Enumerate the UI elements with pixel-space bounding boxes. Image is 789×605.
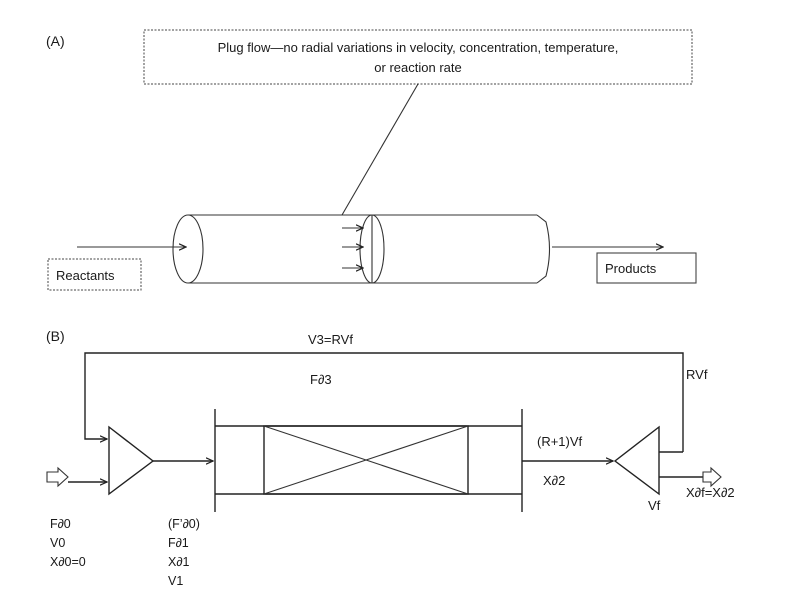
pfr-reactor — [214, 409, 523, 512]
feed-label: F∂0 — [50, 517, 71, 531]
products-label: Products — [605, 261, 657, 276]
recycle-stream-label: V3=RVf — [308, 332, 353, 347]
reactants-box — [47, 258, 142, 291]
feed-labels: F∂0 V0 X∂0=0 — [50, 517, 86, 569]
reactants-label-box: Reactants — [47, 258, 142, 291]
reactor-inlet-label: F∂1 — [168, 536, 189, 550]
recycle-flow-label: F∂3 — [310, 372, 332, 387]
reactor-cross-line-2 — [263, 425, 469, 495]
panel-a-label: (A) — [46, 33, 65, 49]
reactor-inlet-label: X∂1 — [168, 555, 190, 569]
feed-inlet-icon — [46, 466, 69, 488]
splitter-node — [613, 425, 660, 496]
final-conversion-label: X∂f=X∂2 — [686, 485, 735, 500]
recycle-stream-line — [84, 352, 684, 452]
panel-b-label: (B) — [46, 328, 65, 344]
reactor-packed-section — [263, 425, 469, 495]
recycle-split-label: RVf — [686, 367, 708, 382]
splitter-product-label: Vf — [648, 498, 661, 513]
callout-text-line1: Plug flow—no radial variations in veloci… — [218, 40, 619, 55]
products-box — [596, 252, 697, 284]
tubular-reactor — [172, 214, 551, 284]
feed-label: V0 — [50, 536, 65, 550]
products-label-box: Products — [596, 252, 697, 284]
panel-b: (B) V3=RVf F∂3 RVf (R+1)Vf X∂2 — [46, 328, 735, 588]
callout-box — [143, 29, 693, 85]
plug-flow-callout: Plug flow—no radial variations in veloci… — [143, 29, 693, 216]
reactor-outlet-flow-label: (R+1)Vf — [537, 434, 583, 449]
callout-text-line2: or reaction rate — [374, 60, 461, 75]
reactor-outlet-conversion-label: X∂2 — [543, 473, 565, 488]
feed-label: X∂0=0 — [50, 555, 86, 569]
reactants-label: Reactants — [56, 268, 115, 283]
callout-pointer-line — [341, 83, 419, 216]
mixer-node — [108, 425, 155, 496]
tube-inlet-face — [172, 214, 204, 284]
reactor-inlet-labels: (F’∂0) F∂1 X∂1 V1 — [168, 517, 200, 588]
product-outlet-icon — [702, 466, 722, 488]
reactor-inlet-label: (F’∂0) — [168, 517, 200, 531]
panel-a: (A) Plug flow—no radial variations in ve… — [46, 29, 697, 291]
reactor-inlet-label: V1 — [168, 574, 183, 588]
tube-outlet-end — [536, 214, 551, 284]
